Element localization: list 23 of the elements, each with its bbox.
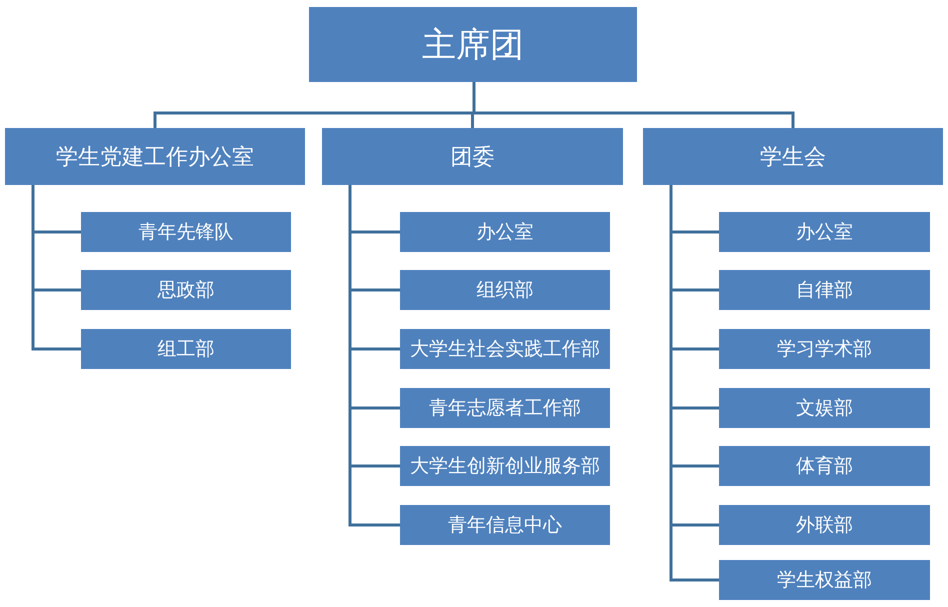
org-box: 大学生社会实践工作部 — [400, 329, 610, 369]
org-box: 体育部 — [719, 446, 930, 486]
org-box: 团委 — [322, 128, 623, 185]
org-box: 思政部 — [81, 270, 291, 310]
org-box: 青年先锋队 — [81, 212, 291, 252]
org-box: 自律部 — [719, 270, 930, 310]
org-box: 学习学术部 — [719, 329, 930, 369]
org-box: 文娱部 — [719, 388, 930, 428]
org-box: 学生会 — [643, 128, 943, 185]
org-box: 组织部 — [400, 270, 610, 310]
org-box: 青年信息中心 — [400, 505, 610, 545]
connector-line — [348, 185, 400, 526]
org-box: 学生权益部 — [719, 560, 930, 600]
org-box: 外联部 — [719, 505, 930, 545]
org-box: 办公室 — [719, 212, 930, 252]
org-box: 主席团 — [309, 7, 637, 82]
org-box: 青年志愿者工作部 — [400, 388, 610, 428]
org-box: 办公室 — [400, 212, 610, 252]
connector-line — [32, 185, 81, 350]
connector-line — [472, 82, 794, 128]
org-box: 大学生创新创业服务部 — [400, 446, 610, 486]
org-box: 学生党建工作办公室 — [5, 128, 305, 185]
org-box: 组工部 — [81, 329, 291, 369]
